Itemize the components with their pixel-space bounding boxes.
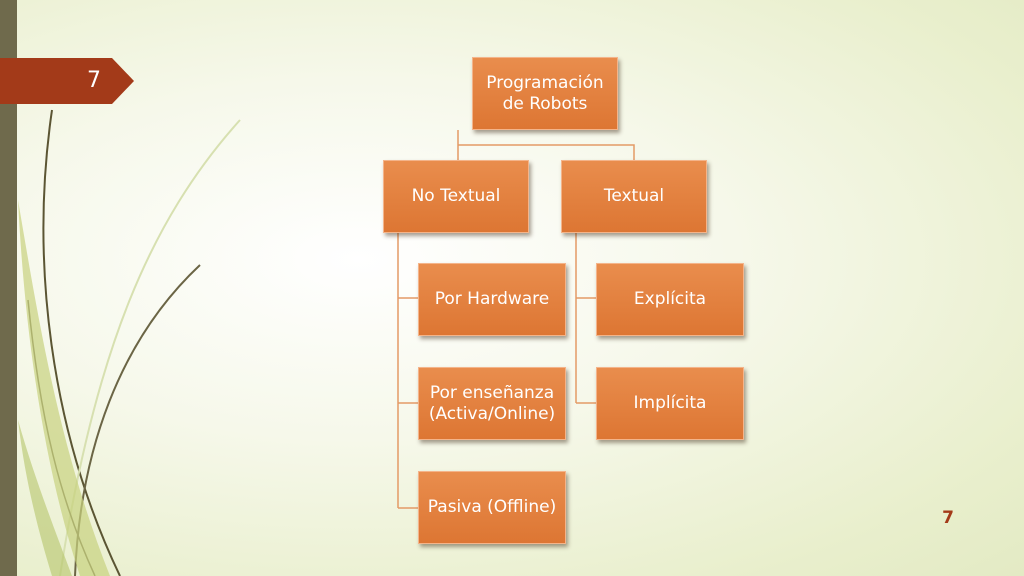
slide-number-tag-text: 7 [87, 68, 101, 93]
node-root-label: Programación de Robots [486, 72, 604, 114]
node-por-ensenanza: Por enseñanza (Activa/Online) [418, 367, 566, 440]
node-implicita-label: Implícita [633, 393, 707, 413]
node-por-ensenanza-label: Por enseñanza (Activa/Online) [428, 382, 556, 424]
node-branch-no-textual-label: No Textual [411, 186, 501, 206]
node-branch-textual: Textual [561, 160, 707, 233]
swoosh-leaf [18, 200, 110, 576]
node-por-hardware-label: Por Hardware [434, 289, 550, 309]
node-branch-no-textual: No Textual [383, 160, 529, 233]
connector-textual-children [575, 233, 596, 404]
connector-root-to-branches [457, 130, 635, 160]
node-explicita-label: Explícita [633, 289, 707, 309]
node-pasiva-offline-label: Pasiva (Offline) [427, 497, 557, 517]
node-branch-textual-label: Textual [603, 186, 665, 206]
node-explicita: Explícita [596, 263, 744, 336]
left-accent-bar [0, 0, 17, 576]
page-number: 7 [942, 508, 954, 528]
swoosh-arc-1 [42, 109, 121, 576]
node-pasiva-offline: Pasiva (Offline) [418, 471, 566, 544]
node-por-hardware: Por Hardware [418, 263, 566, 336]
slide-number-tag [0, 58, 134, 104]
connector-no-textual-children [397, 233, 418, 509]
swoosh-leaf-2 [18, 420, 72, 576]
node-root: Programación de Robots [472, 57, 618, 130]
node-implicita: Implícita [596, 367, 744, 440]
